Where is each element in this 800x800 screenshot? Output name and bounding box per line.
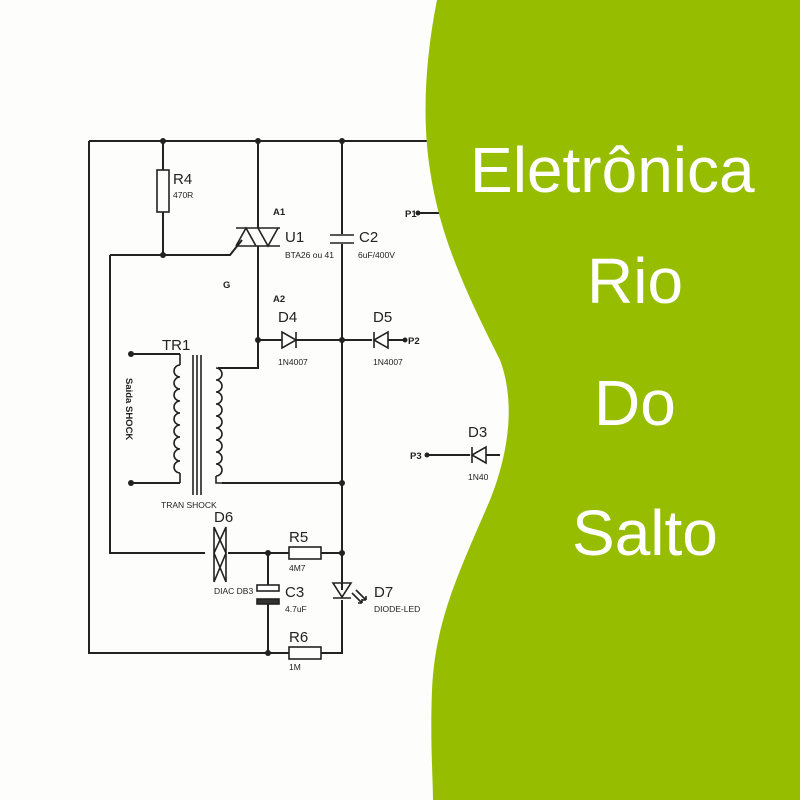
diode-d5: [372, 330, 389, 350]
u1-gate-label: G: [223, 280, 230, 291]
banner-line-3: Do: [594, 367, 676, 439]
r4-label: R4: [173, 171, 192, 188]
d4-value: 1N4007: [278, 357, 308, 367]
r5-label: R5: [289, 529, 308, 546]
tr1-label: TR1: [162, 337, 190, 354]
d7-value: DIODE-LED: [374, 604, 420, 614]
r4-value: 470R: [173, 190, 193, 200]
d3-value: 1N40: [468, 472, 489, 482]
d3-label: D3: [468, 424, 487, 441]
d6-label: D6: [214, 509, 233, 526]
banner-wave-shape: [425, 0, 800, 800]
c3-label: C3: [285, 584, 304, 601]
d7-label: D7: [374, 584, 393, 601]
resistor-r5: [288, 546, 322, 560]
tr1-value: TRAN SHOCK: [161, 500, 217, 510]
u1-a1-label: A1: [273, 207, 286, 218]
capacitor-c2: [330, 234, 354, 244]
u1-label: U1: [285, 229, 304, 246]
triac-u1: [235, 226, 280, 248]
p1-label: P1: [405, 209, 417, 220]
c3-value: 4.7uF: [285, 604, 307, 614]
p2-label: P2: [408, 336, 420, 347]
resistor-r4: [156, 169, 170, 213]
d6-value: DIAC DB3: [214, 586, 253, 596]
transformer-tr1: [173, 354, 223, 495]
banner-line-2: Rio: [587, 245, 683, 317]
r6-label: R6: [289, 629, 308, 646]
diode-d4: [281, 330, 298, 350]
capacitor-c3: [256, 584, 280, 605]
c2-value: 6uF/400V: [358, 250, 395, 260]
resistor-r6: [288, 646, 322, 660]
p3-label: P3: [410, 451, 422, 462]
diac-d6: [213, 526, 227, 583]
shock-output-label: Saida SHOCK: [123, 378, 134, 440]
wires: [88, 140, 500, 654]
d4-label: D4: [278, 309, 297, 326]
banner-line-1: Eletrônica: [470, 134, 755, 206]
r5-value: 4M7: [289, 563, 306, 573]
d5-label: D5: [373, 309, 392, 326]
junction-dots: [128, 138, 430, 656]
c2-label: C2: [359, 229, 378, 246]
u1-a2-label: A2: [273, 294, 285, 305]
banner-line-4: Salto: [572, 497, 718, 569]
d5-value: 1N4007: [373, 357, 403, 367]
led-d7: [331, 582, 367, 604]
r6-value: 1M: [289, 662, 301, 672]
u1-value: BTA26 ou 41: [285, 250, 334, 260]
diode-d3: [470, 445, 487, 465]
